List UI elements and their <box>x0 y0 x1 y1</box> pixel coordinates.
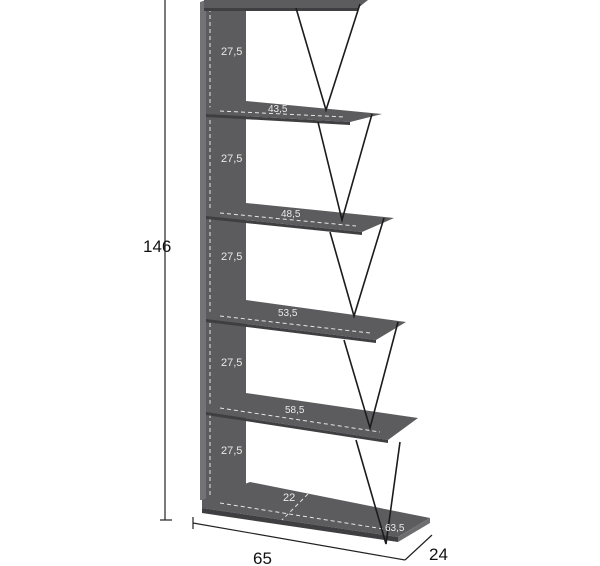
width-label-shelf-2: 48,5 <box>281 209 301 220</box>
width-label-shelf-3: 53,5 <box>278 308 298 319</box>
depth-dimension-line <box>404 534 433 561</box>
width-label-shelf-base: 63,5 <box>385 523 405 534</box>
spacing-label-3: 27,5 <box>221 251 242 263</box>
shelf-1 <box>206 101 382 125</box>
shelf-top <box>204 0 368 11</box>
width-dimension-line <box>192 522 406 561</box>
shelf-width-labels: 43,5 48,5 53,5 58,5 63,5 <box>268 104 405 534</box>
spacing-label-1: 27,5 <box>221 46 242 58</box>
side-panel-edge <box>200 0 206 500</box>
shelves <box>202 0 430 542</box>
dimension-lines <box>160 0 433 561</box>
base-depth-label: 22 <box>283 492 295 504</box>
depth-label: 24 <box>429 545 448 564</box>
support-rods <box>295 3 401 545</box>
width-label-shelf-4: 58,5 <box>285 405 305 416</box>
rod-4 <box>343 321 399 431</box>
spacing-label-4: 27,5 <box>221 357 242 369</box>
spacing-label-5: 27,5 <box>221 445 242 457</box>
spacing-label-2: 27,5 <box>221 153 242 165</box>
shelf-base <box>202 482 430 542</box>
shelf-4 <box>206 393 418 443</box>
shelf-2 <box>206 203 394 235</box>
shelf-spacing-labels: 27,5 27,5 27,5 27,5 27,5 <box>221 46 242 457</box>
rod-2 <box>317 113 373 224</box>
side-panel-front <box>200 2 246 500</box>
shelf-3 <box>206 300 406 343</box>
rod-3 <box>329 217 385 319</box>
rod-1 <box>295 3 361 113</box>
width-label-shelf-1: 43,5 <box>268 104 288 115</box>
side-panel <box>200 0 246 500</box>
width-label: 65 <box>253 549 272 566</box>
rod-5 <box>355 439 401 545</box>
height-label: 146 <box>143 237 171 256</box>
